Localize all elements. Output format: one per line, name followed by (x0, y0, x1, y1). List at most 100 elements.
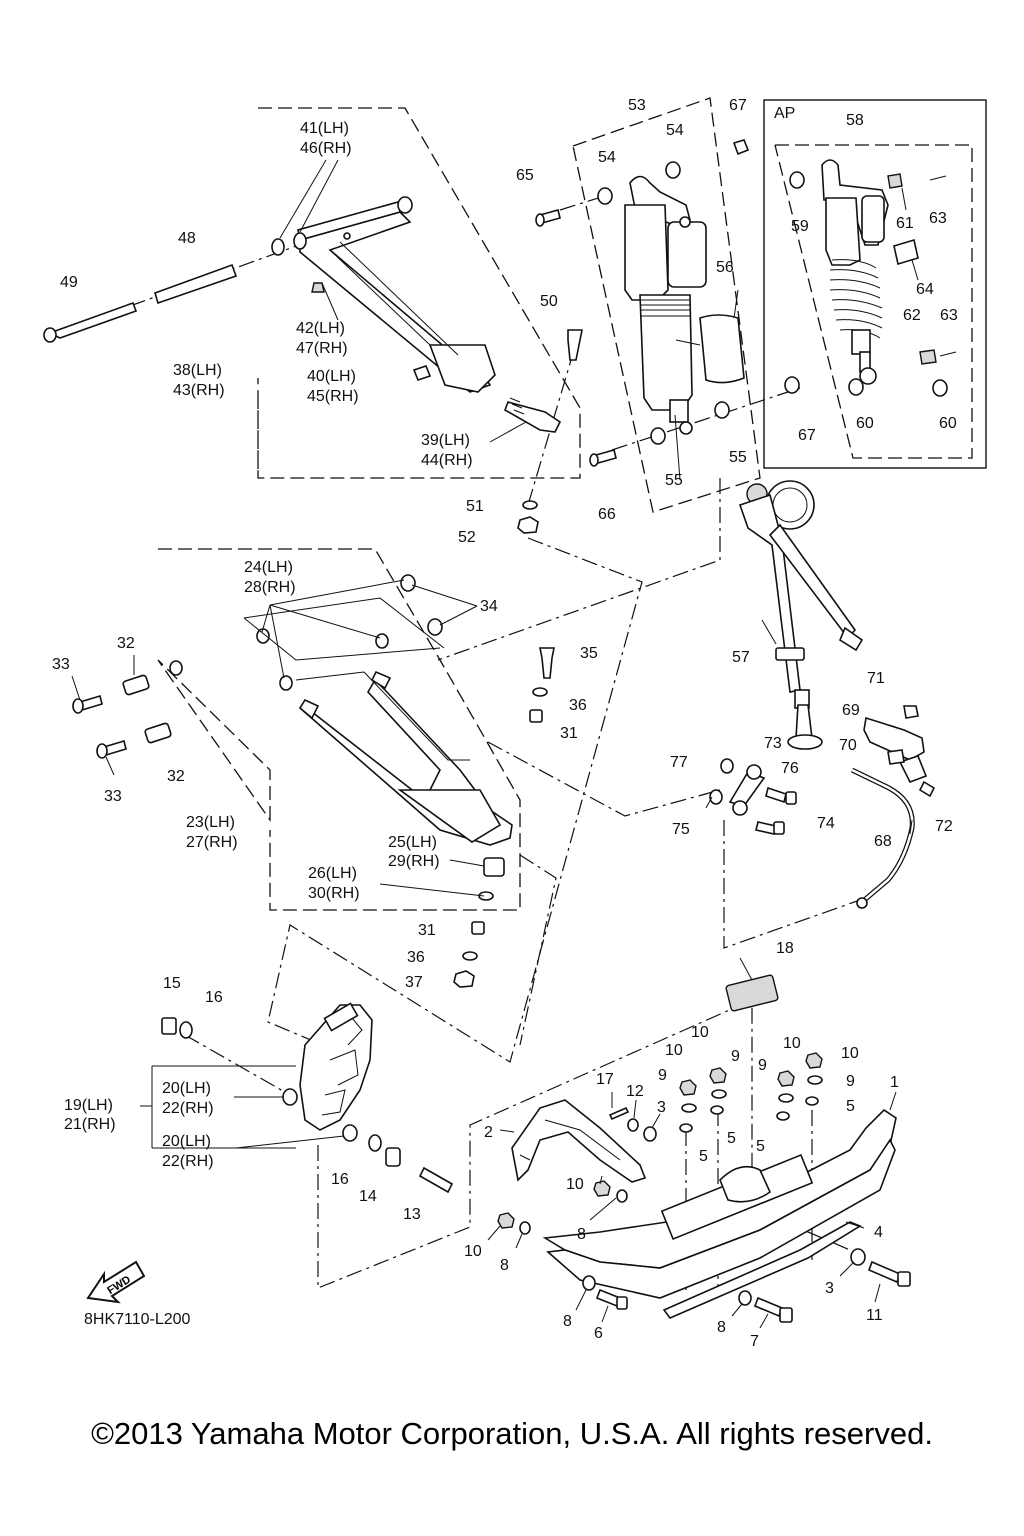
callout-37: 37 (405, 974, 423, 991)
callout-32: 32 (117, 635, 135, 652)
runner-4 (662, 1221, 862, 1319)
callout-10: 10 (464, 1243, 482, 1260)
callout-20-22: 20(LH) (162, 1080, 211, 1097)
nut-67b (784, 376, 800, 394)
bolt-49-head (43, 327, 57, 343)
upper-arm-bushings (271, 196, 413, 256)
callout-14: 14 (359, 1188, 377, 1205)
callout-39-44: 44(RH) (421, 452, 473, 469)
collar-60b (932, 379, 948, 397)
screw-63b (939, 351, 957, 357)
screw-72 (918, 780, 936, 798)
callout-56: 56 (716, 259, 734, 276)
washer-26 (478, 891, 494, 901)
handle-2 (511, 1099, 647, 1183)
bushing-20b (342, 1124, 358, 1142)
callout-70: 70 (839, 737, 857, 754)
callout-9: 9 (758, 1057, 767, 1074)
wear-bar-cover-18 (725, 974, 779, 1012)
upper-a-arm (297, 200, 496, 393)
bolt-76 (765, 786, 787, 804)
callout-52: 52 (458, 529, 476, 546)
bushing-31a (529, 709, 543, 723)
adjuster-62 (919, 349, 937, 365)
lower-a-arm (298, 670, 513, 846)
steering-column-57 (738, 480, 864, 750)
ap-label: AP (774, 105, 795, 122)
callout-72: 72 (935, 818, 953, 835)
callout-55: 55 (729, 449, 747, 466)
screw-71 (903, 705, 919, 719)
nut-75 (709, 789, 723, 805)
ski-1 (542, 1108, 897, 1299)
bolt-35 (539, 647, 555, 679)
washer-3a (643, 1126, 657, 1142)
callout-25-29: 29(RH) (388, 853, 440, 870)
collar-54b (665, 161, 681, 179)
nut-40 (412, 365, 432, 381)
callout-74: 74 (817, 815, 835, 832)
bushing-15 (161, 1017, 177, 1035)
callout-10: 10 (566, 1176, 584, 1193)
callout-49: 49 (60, 274, 78, 291)
callout-24-28: 24(LH) (244, 559, 293, 576)
callout-68: 68 (874, 833, 892, 850)
callout-41-46: 46(RH) (300, 140, 352, 157)
lower-arm-bushings (169, 574, 443, 691)
callout-40-45: 45(RH) (307, 388, 359, 405)
leader-shock-to-lower-arm (437, 478, 721, 661)
callout-26-30: 26(LH) (308, 865, 357, 882)
callout-63: 63 (940, 307, 958, 324)
grease-nipple-42 (311, 282, 325, 293)
callout-34: 34 (480, 598, 498, 615)
steering-knuckle (299, 1002, 373, 1131)
callout-23-27: 27(RH) (186, 834, 238, 851)
callout-8: 8 (577, 1226, 586, 1243)
washer-36b (462, 951, 478, 961)
callout-65: 65 (516, 167, 534, 184)
ski-washers-9-8 (519, 1075, 823, 1306)
tie-rod-73 (728, 764, 766, 816)
callout-32: 32 (167, 768, 185, 785)
callout-51: 51 (466, 498, 484, 515)
shock-group-box (572, 97, 761, 513)
collar-60a (848, 378, 864, 396)
washer-51 (522, 500, 538, 510)
screw-63a (929, 175, 947, 181)
shock-absorber-53 (624, 175, 707, 435)
callout-53: 53 (628, 97, 646, 114)
collar-59 (789, 171, 805, 189)
callout-67: 67 (729, 97, 747, 114)
bolt-7 (753, 1296, 784, 1318)
ski-bolts-5 (679, 1096, 819, 1133)
callout-60: 60 (939, 415, 957, 432)
collar-54a (597, 187, 613, 205)
callout-8: 8 (500, 1257, 509, 1274)
bolt-49 (48, 301, 138, 339)
washer-3b (850, 1248, 866, 1266)
callout-19-21: 19(LH) (64, 1097, 113, 1114)
callout-1: 1 (890, 1074, 899, 1091)
leader-bushing-to-knuckle (519, 854, 557, 1046)
callout-76: 76 (781, 760, 799, 777)
callout-20-22: 22(RH) (162, 1153, 214, 1170)
callout-33: 33 (104, 788, 122, 805)
leader-upper-to-knuckle (267, 537, 643, 1063)
callout-40-45: 40(LH) (307, 368, 356, 385)
callout-9: 9 (731, 1048, 740, 1065)
callout-31: 31 (560, 725, 578, 742)
callout-16: 16 (205, 989, 223, 1006)
callout-71: 71 (867, 670, 885, 687)
callout-55: 55 (665, 472, 683, 489)
ap-option-box (763, 99, 987, 469)
nut-67a (732, 139, 750, 156)
collar-55a (650, 427, 666, 445)
leader-knuckle-to-ski (317, 999, 753, 1289)
callout-16: 16 (331, 1171, 349, 1188)
callout-5: 5 (727, 1130, 736, 1147)
callout-26-30: 30(RH) (308, 885, 360, 902)
callout-17: 17 (596, 1071, 614, 1088)
callout-4: 4 (874, 1224, 883, 1241)
washer-36a (532, 687, 548, 697)
